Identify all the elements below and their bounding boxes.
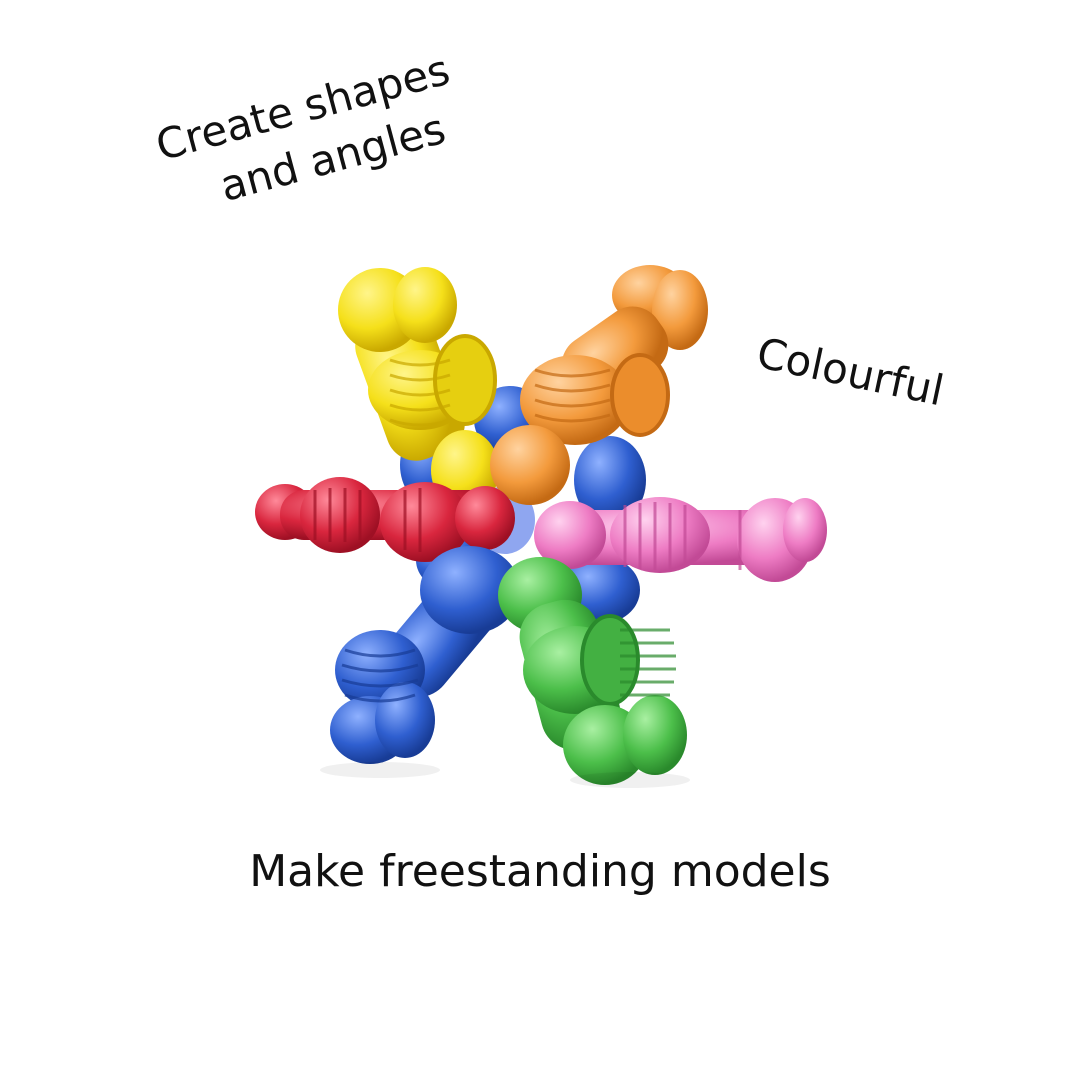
toy-blocks-svg bbox=[255, 265, 827, 788]
toy-blocks-illustration bbox=[230, 250, 830, 820]
orange-block bbox=[490, 265, 708, 505]
caption-freestanding-models: Make freestanding models bbox=[249, 846, 831, 897]
caption-create-shapes: Create shapes and angles bbox=[150, 42, 470, 228]
green-block bbox=[498, 557, 687, 785]
shadow bbox=[570, 772, 690, 788]
red-block bbox=[255, 477, 515, 562]
shadow bbox=[320, 762, 440, 778]
yellow-block bbox=[338, 267, 499, 510]
pink-block bbox=[534, 497, 827, 582]
blue-block-front bbox=[330, 546, 520, 764]
